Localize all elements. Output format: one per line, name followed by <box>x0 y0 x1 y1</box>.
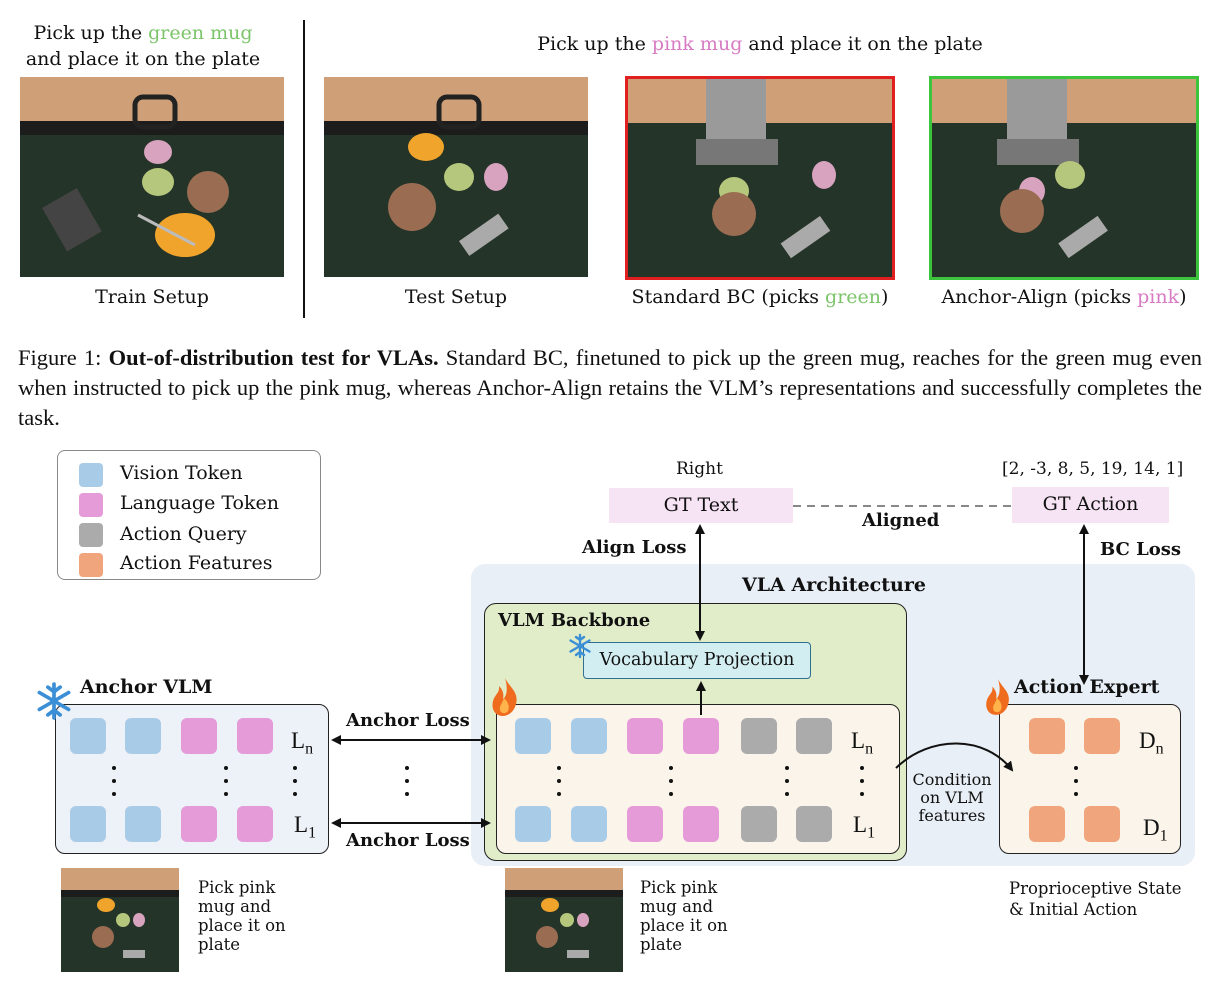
vlm-layer-n: Ln <box>851 728 874 758</box>
train-setup-photo <box>20 77 284 277</box>
test-setup-label: Test Setup <box>404 286 508 308</box>
action-query-token <box>741 806 777 842</box>
fire-icon <box>982 677 1014 717</box>
vision-token <box>125 806 161 842</box>
action-query-token <box>741 718 777 754</box>
action-feature-token <box>1084 718 1120 754</box>
anchor-align-label: Anchor-Align (picks pink) <box>941 286 1187 308</box>
vision-token <box>70 806 106 842</box>
language-token <box>237 718 273 754</box>
action-feature-token <box>1029 806 1065 842</box>
legend-vision: Vision Token <box>120 462 243 484</box>
legend-action-query-swatch <box>79 523 103 547</box>
legend-language-swatch <box>79 493 103 517</box>
anchor-vlm-title: Anchor VLM <box>80 676 213 698</box>
ellipsis <box>1074 766 1078 805</box>
ellipsis <box>669 766 673 805</box>
vlm-backbone-title: VLM Backbone <box>498 610 651 631</box>
anchor-layer-n: Ln <box>291 728 314 758</box>
language-token <box>237 806 273 842</box>
action-feature-token <box>1084 806 1120 842</box>
anchor-loss-bottom-label: Anchor Loss <box>346 830 470 851</box>
align-loss-label: Align Loss <box>582 537 687 558</box>
train-setup-label: Train Setup <box>95 286 209 308</box>
ellipsis <box>112 766 116 805</box>
legend-vision-swatch <box>79 463 103 487</box>
ellipsis <box>224 766 228 805</box>
vision-token <box>515 806 551 842</box>
gt-action-box: GT Action <box>1012 487 1169 523</box>
gt-text-box: GT Text <box>609 488 793 523</box>
action-query-token <box>796 806 832 842</box>
train-instruction: Pick up the green mug and place it on th… <box>25 22 261 70</box>
snowflake-icon <box>567 633 593 659</box>
action-vector-label: [2, -3, 8, 5, 19, 14, 1] <box>1002 459 1184 479</box>
vision-token <box>125 718 161 754</box>
ellipsis <box>785 766 789 805</box>
anchor-loss-top-label: Anchor Loss <box>346 710 470 731</box>
language-token <box>627 806 663 842</box>
condition-label: Condition on VLM features <box>912 770 992 825</box>
fire-icon <box>488 676 522 718</box>
action-feature-token <box>1029 718 1065 754</box>
test-instruction: Pick up the pink mug and place it on the… <box>537 33 983 55</box>
anchor-align-photo <box>929 76 1199 280</box>
ellipsis <box>405 766 409 805</box>
ellipsis <box>860 766 864 805</box>
figure-caption: Figure 1: Out-of-distribution test for V… <box>18 345 1203 430</box>
decoder-layer-n: Dn <box>1139 728 1164 758</box>
anchor-instruction: Pick pink mug and place it on plate <box>198 878 286 954</box>
test-setup-photo <box>324 77 588 277</box>
ellipsis <box>293 766 297 805</box>
language-token <box>683 806 719 842</box>
ellipsis <box>557 766 561 805</box>
legend-action-features: Action Features <box>120 552 273 574</box>
legend-action-features-swatch <box>79 553 103 577</box>
language-token <box>181 718 217 754</box>
vla-architecture-title: VLA Architecture <box>742 574 926 596</box>
vla-instruction: Pick pink mug and place it on plate <box>640 878 728 954</box>
snowflake-icon <box>34 681 74 721</box>
vlm-layer-1: L1 <box>853 812 876 842</box>
legend-action-query: Action Query <box>120 523 247 545</box>
action-expert-title: Action Expert <box>1014 676 1160 698</box>
language-token <box>683 718 719 754</box>
vla-input-photo <box>505 868 623 972</box>
standard-bc-label: Standard BC (picks green) <box>631 286 889 308</box>
vocabulary-projection-box: Vocabulary Projection <box>583 642 811 679</box>
legend-language: Language Token <box>120 492 279 514</box>
vision-token <box>515 718 551 754</box>
panel-divider <box>303 20 305 318</box>
vision-token <box>571 806 607 842</box>
proprio-label: Proprioceptive State & Initial Action <box>1009 879 1182 919</box>
bc-loss-label: BC Loss <box>1100 539 1182 560</box>
legend: Vision Token Language Token Action Query… <box>57 450 321 580</box>
anchor-input-photo <box>61 868 179 972</box>
decoder-layer-1: D1 <box>1143 815 1168 845</box>
right-label: Right <box>676 459 723 479</box>
action-query-token <box>796 718 832 754</box>
aligned-label: Aligned <box>862 510 940 531</box>
language-token <box>627 718 663 754</box>
language-token <box>181 806 217 842</box>
vision-token <box>70 718 106 754</box>
anchor-layer-1: L1 <box>294 812 317 842</box>
vision-token <box>571 718 607 754</box>
standard-bc-photo <box>625 76 895 280</box>
